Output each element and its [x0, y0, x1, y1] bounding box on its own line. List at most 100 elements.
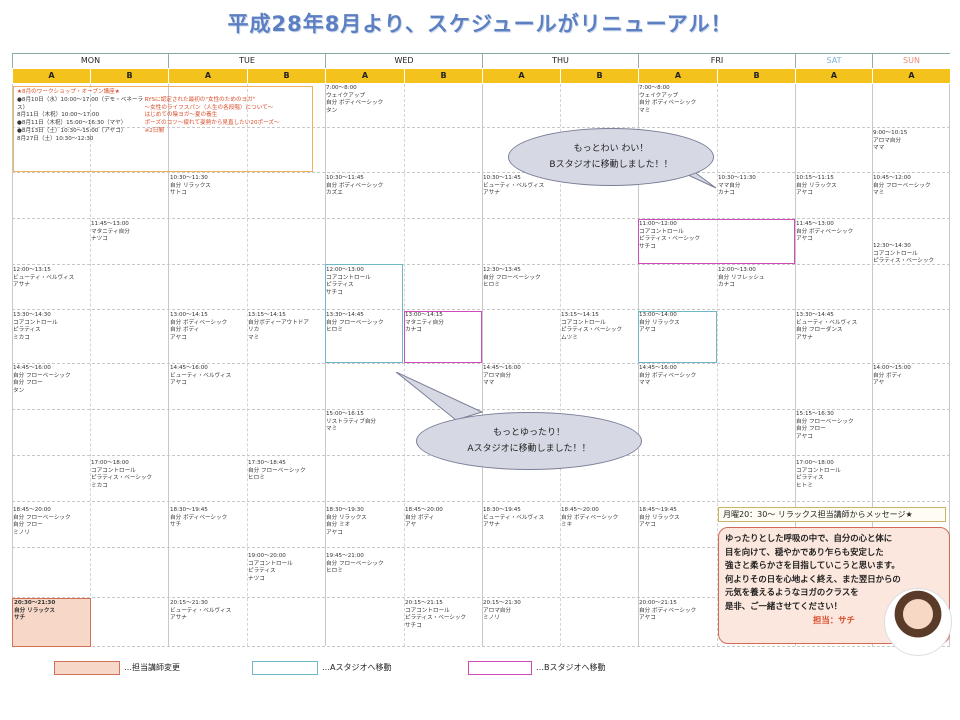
grid-row-line — [12, 127, 950, 128]
workshop-heading: ★8月のワークショップ・オープン講座★ — [17, 89, 120, 95]
message-signature: 担当：サチ — [813, 614, 855, 625]
speech-bubble-b-studio: もっとわい わい！ Bスタジオに移動しました！！ — [508, 128, 714, 186]
studio-b-thu: B — [560, 69, 638, 83]
grid-row-line — [12, 646, 950, 647]
legend-swatch-teacher-change — [54, 661, 120, 675]
legend-swatch-a-studio — [252, 661, 318, 675]
teacher-change-box — [12, 598, 91, 647]
workshop-note: はじめての陰ヨガ〜夏の養生 — [144, 112, 218, 119]
page-title: 平成28年8月より、スケジュールがリニューアル！ — [227, 12, 733, 36]
workshop-note: 〜女性のライフスパン（人生の各段階）について〜 — [144, 104, 274, 111]
grid-col-line — [168, 84, 169, 646]
grid-row-line — [12, 309, 950, 310]
studio-a-sat: A — [795, 69, 872, 83]
workshop-note: ポーズのコツ〜疲れて姿勢から見直したい20ポーズ〜 — [144, 120, 280, 127]
bubble1-line2: Bスタジオに移動しました！！ — [549, 160, 673, 170]
workshop-line: ●8月13日（土）10:30〜15:00（アヤコ） — [17, 127, 127, 134]
grid-row-line — [12, 409, 950, 410]
day-header-thu: THU — [482, 54, 638, 68]
message-line: 是非、ご一緒させてください！ — [725, 600, 842, 611]
studio-a-move-box — [638, 311, 717, 363]
workshop-note: ※2日間 — [144, 127, 164, 134]
grid-row-line — [12, 547, 950, 548]
workshop-line: ●8月10日（水）10:00〜17:00（デモ・ベネーラス） — [17, 96, 144, 111]
grid-row-line — [12, 264, 950, 265]
message-line: 元気を養えるようなヨガのクラスを — [725, 587, 859, 598]
day-header-wed: WED — [325, 54, 482, 68]
grid-col-line — [949, 84, 950, 646]
studio-b-move-box — [404, 311, 482, 363]
message-header: 月曜20：30〜 リラックス担当講師からメッセージ★ — [718, 507, 946, 522]
day-header-sat: SAT — [795, 54, 872, 68]
workshop-line: 8月11日（木祝）10:00〜17:00 — [17, 112, 100, 119]
studio-a-move-box — [325, 264, 403, 363]
workshop-note: RYSに認定された最初の"女性のためのヨガ" — [144, 96, 256, 103]
grid-col-line — [247, 84, 248, 646]
legend-label-a-studio: …Aスタジオへ移動 — [322, 663, 392, 672]
speech-bubble-a-studio: もっとゆったり！ Aスタジオに移動しました！！ — [416, 412, 642, 470]
studio-a-tue: A — [168, 69, 247, 83]
grid-row-line — [12, 363, 950, 364]
message-line: 強さと柔らかさを目指していこうと思います。 — [725, 560, 900, 571]
grid-col-line — [90, 84, 91, 646]
studio-a-thu: A — [482, 69, 560, 83]
studio-a-fri: A — [638, 69, 717, 83]
legend-label-teacher-change: …担当講師変更 — [124, 663, 180, 672]
grid-col-line — [717, 84, 718, 646]
grid-col-line — [325, 84, 326, 646]
grid-row-line — [12, 501, 950, 502]
grid-col-line — [795, 84, 796, 646]
workshop-box: ★8月のワークショップ・オープン講座★ ●8月10日（水）10:00〜17:00… — [13, 86, 313, 172]
legend-label-b-studio: …Bスタジオへ移動 — [536, 663, 606, 672]
grid-row-line — [12, 597, 950, 598]
day-header-sun: SUN — [872, 54, 950, 68]
grid-col-line — [12, 84, 13, 646]
studio-b-move-box — [638, 219, 795, 264]
grid-row-line — [12, 218, 950, 219]
studio-b-fri: B — [717, 69, 795, 83]
bubble2-line2: Aスタジオに移動しました！！ — [467, 444, 591, 454]
message-line: 何よりその日を心地よく終え、また翌日からの — [725, 573, 901, 584]
workshop-line: ●8月11日（木祝）15:00〜16:30（マヤ） — [17, 120, 127, 127]
studio-b-wed: B — [404, 69, 482, 83]
message-line: ゆったりとした呼吸の中で、自分の心と体に — [725, 533, 893, 543]
grid-row-line — [12, 172, 950, 173]
studio-a-wed: A — [325, 69, 404, 83]
studio-a-sun: A — [872, 69, 950, 83]
